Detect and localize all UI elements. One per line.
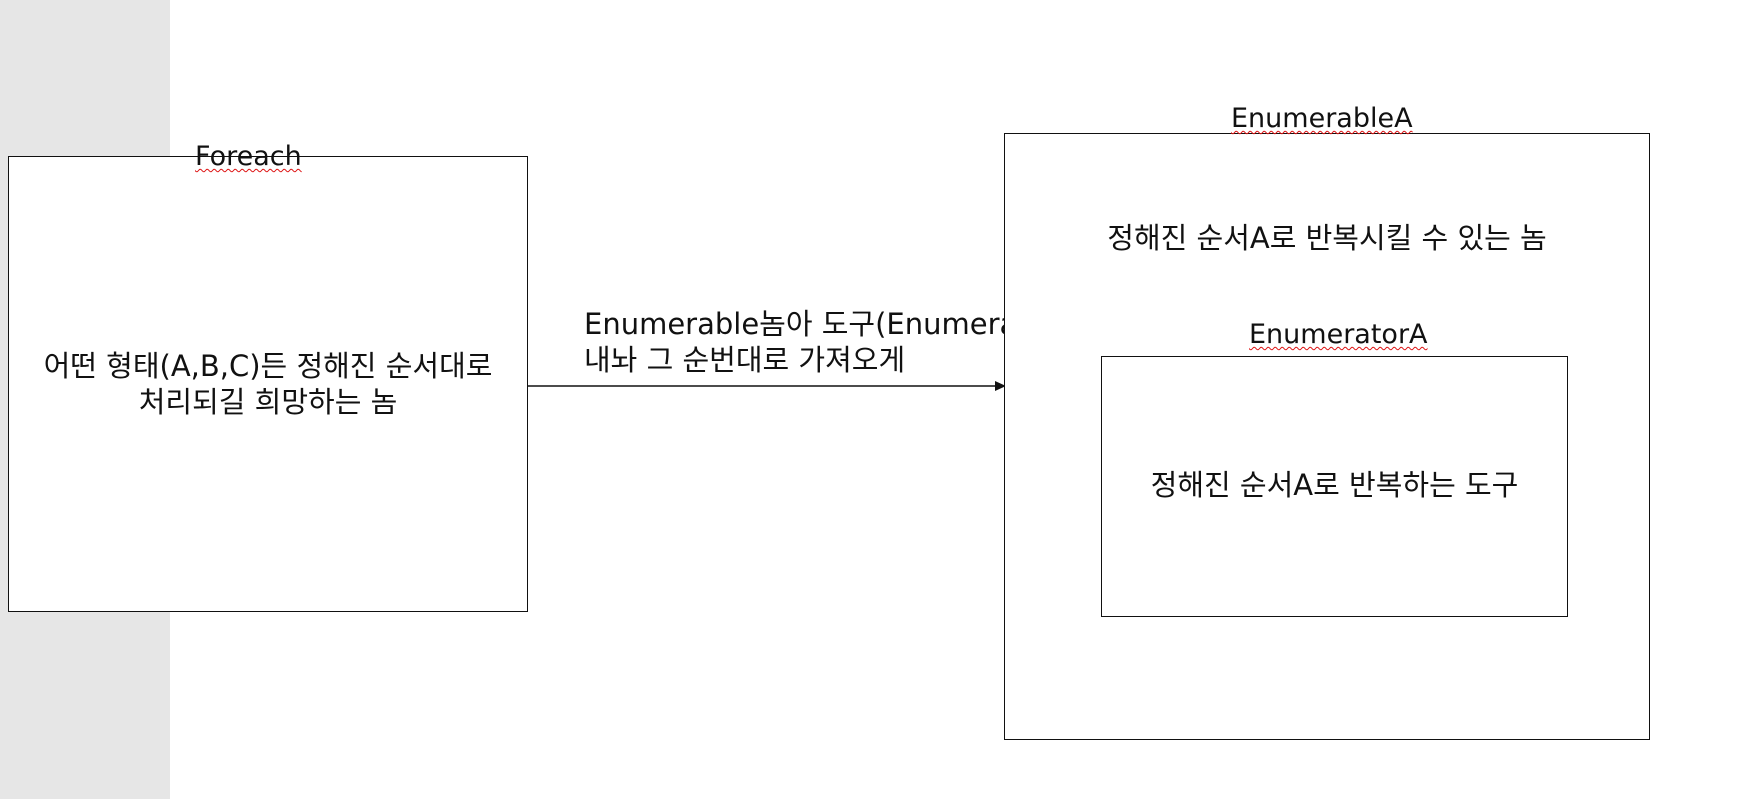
enumerator-box[interactable] [1101,356,1568,617]
enumerable-label: EnumerableA [1231,103,1413,134]
foreach-description: 어떤 형태(A,B,C)든 정해진 순서대로 처리되길 희망하는 놈 [43,349,493,419]
enumerator-label: EnumeratorA [1249,319,1428,350]
foreach-box[interactable] [8,156,528,612]
foreach-label: Foreach [195,141,302,172]
enumerable-description: 정해진 순서A로 반복시킬 수 있는 놈 [1107,221,1547,255]
enumerator-description: 정해진 순서A로 반복하는 도구 [1150,468,1519,502]
connector-text: Enumerable놈아 도구(Enumerator) 내놔 그 순번대로 가져… [584,307,1070,377]
